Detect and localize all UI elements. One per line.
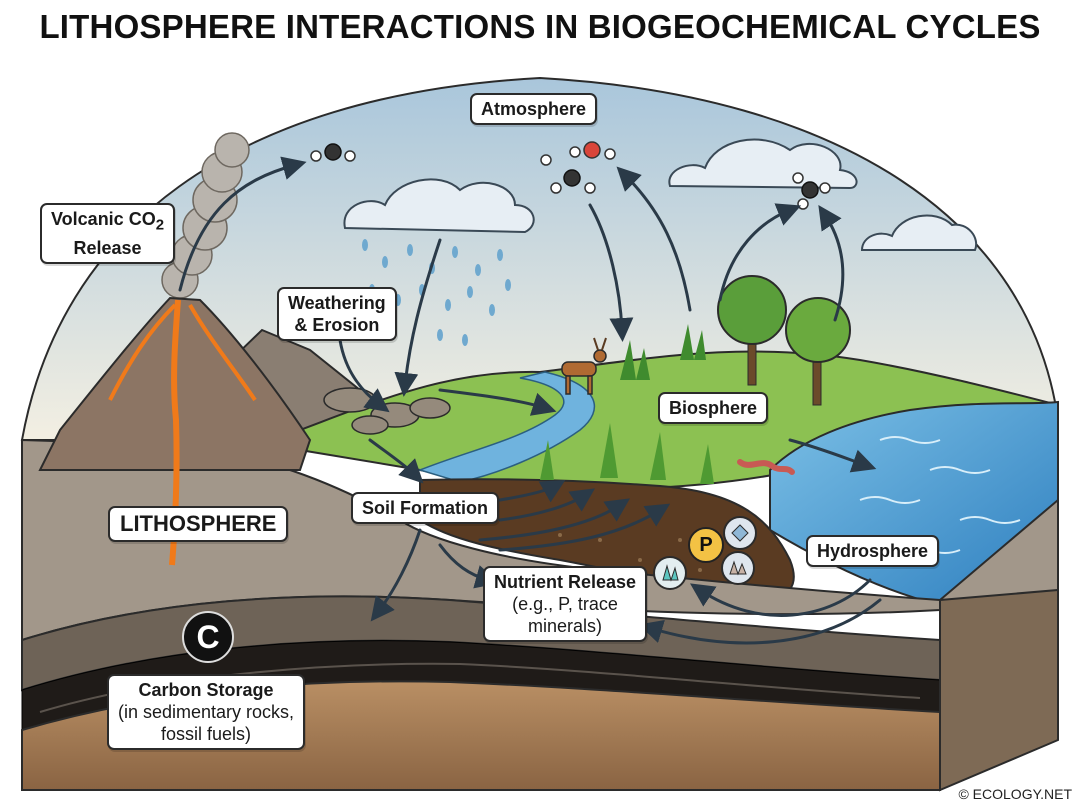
arrow-biosphere-to-atmosphere (616, 166, 692, 312)
volcanic-line1: Volcanic CO (51, 209, 156, 229)
diagram-title: LITHOSPHERE INTERACTIONS IN BIOGEOCHEMIC… (39, 8, 1041, 45)
tree-2 (785, 297, 851, 406)
tree-1 (717, 275, 787, 386)
molecule-co2-volcano (310, 143, 356, 162)
label-volcanic-co2-release: Volcanic CO2 Release (40, 203, 176, 264)
deer (561, 337, 607, 395)
mineral-crystal-3 (653, 556, 687, 590)
arrow-rain-to-land (394, 238, 442, 397)
block-side-face (939, 588, 1059, 792)
carbon-title: Carbon Storage (138, 680, 274, 700)
label-soil-formation: Soil Formation (351, 492, 499, 524)
earthworm (737, 459, 795, 475)
label-weathering-erosion: Weathering & Erosion (277, 287, 397, 341)
arrow-rocks-to-river (438, 388, 557, 416)
flow-arrows (178, 156, 882, 645)
mineral-crystal-1 (723, 516, 757, 550)
arrow-tree-to-atmosphere-1 (718, 203, 802, 302)
arrow-soil-down-to-carbon (370, 528, 422, 622)
arrow-volcano-to-atmosphere (178, 156, 307, 292)
mineral-crystal-2 (721, 551, 755, 585)
grass-clump-1 (620, 324, 706, 380)
arrow-hydrosphere-to-minerals (690, 578, 872, 617)
plants-on-soil (540, 423, 714, 484)
cloud-far-right (860, 214, 978, 251)
volcanic-line2: Release (73, 237, 142, 258)
label-atmosphere: Atmosphere (470, 93, 598, 125)
cloud-center (343, 178, 535, 234)
weathering-line1: Weathering (288, 293, 386, 313)
cloud-right (668, 138, 858, 190)
arrow-biosphere-to-sea (788, 438, 877, 473)
weathering-line2: & Erosion (294, 315, 380, 335)
phosphorus-symbol-badge: P (688, 527, 724, 563)
river (417, 371, 596, 483)
label-hydrosphere: Hydrosphere (806, 535, 940, 567)
nutrient-line2: (e.g., P, trace (512, 594, 618, 614)
carbon-line3: fossil fuels) (161, 724, 252, 744)
label-nutrient-release: Nutrient Release (e.g., P, trace mineral… (483, 566, 648, 642)
volcanic-subscript: 2 (155, 216, 165, 234)
nutrient-line3: minerals) (528, 616, 603, 636)
label-biosphere: Biosphere (658, 392, 769, 424)
arrow-atmosphere-down (588, 203, 634, 342)
molecule-atmosphere-right (792, 172, 831, 210)
nutrient-title: Nutrient Release (494, 572, 637, 592)
arrow-weathering-to-rocks (338, 338, 390, 413)
arrow-hydrosphere-to-nutrient (638, 598, 882, 645)
arrow-soil-to-roots-1 (498, 480, 566, 503)
arrow-nutrient-to-roots-1 (478, 498, 630, 542)
arrow-tree-to-atmosphere-2 (818, 205, 845, 322)
carbon-symbol-badge: C (182, 611, 234, 663)
arrow-soil-to-roots-2 (498, 488, 595, 522)
molecule-atmosphere-left (540, 141, 616, 194)
copyright-notice: © ECOLOGY.NET (958, 786, 1072, 802)
carbon-line2: (in sedimentary rocks, (118, 702, 295, 722)
arrow-rocks-to-soil (368, 438, 424, 484)
lava-flow-right (188, 304, 257, 402)
label-lithosphere: LITHOSPHERE (108, 506, 289, 542)
arrow-nutrient-to-roots-2 (498, 503, 671, 552)
lava-flow-left (108, 303, 177, 401)
label-carbon-storage: Carbon Storage (in sedimentary rocks, fo… (107, 674, 306, 750)
